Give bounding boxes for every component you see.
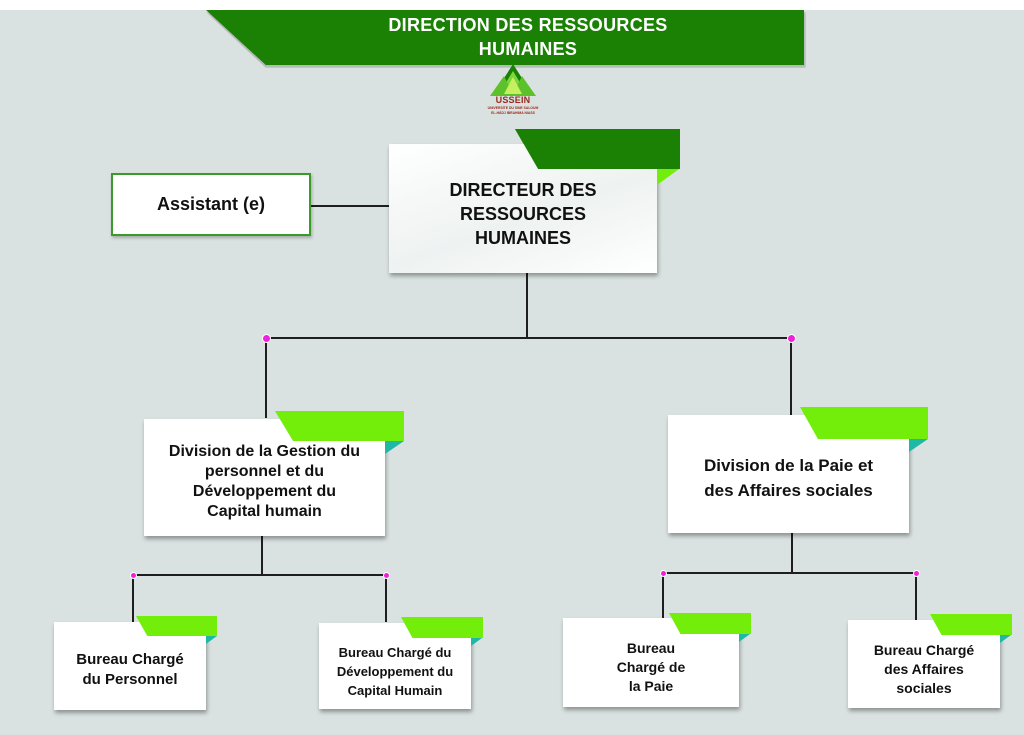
division-title-line2: des Affaires sociales <box>704 481 873 500</box>
bureau-card-tab <box>136 616 217 636</box>
division-card-fold <box>909 439 928 452</box>
connector-division2-down <box>790 338 792 415</box>
division-title-line1: Division de la Gestion du <box>168 442 361 460</box>
connector-dot <box>786 333 796 343</box>
bureau-title-line3: sociales <box>896 679 952 696</box>
bureau-title-line1: Bureau Chargé <box>873 641 975 658</box>
connector-division1-sub-bar <box>133 574 386 576</box>
mountain-logo-icon <box>490 64 536 96</box>
connector-division2-sub-down <box>791 533 793 573</box>
division-title-line1: Division de la Paie et <box>703 456 874 475</box>
bureau-title-line3: Capital Humain <box>347 682 443 698</box>
bureau-card-personnel[interactable]: Bureau Chargé du Personnel <box>54 622 206 710</box>
title-banner <box>206 10 804 65</box>
bureau-card-fold <box>206 636 217 644</box>
logo-subtitle: UNIVERSITE DU SINE SALOUM EL-HÂDJ IBRAHI… <box>478 106 548 115</box>
bureau-title-line3: la Paie <box>628 678 674 694</box>
connector-bureau3-down <box>662 573 664 618</box>
logo-subtitle-line1: UNIVERSITE DU SINE SALOUM <box>487 106 539 110</box>
director-card-fold <box>657 169 679 185</box>
division-card-tab <box>800 407 928 439</box>
connector-dot <box>912 569 920 577</box>
division-card-tab <box>275 411 404 441</box>
bureau-card-fold <box>1000 635 1011 643</box>
connector-dot <box>129 571 137 579</box>
bureau-card-tab <box>669 613 751 634</box>
page-title: DIRECTION DES RESSOURCES HUMAINES <box>250 13 806 61</box>
connector-dot <box>382 571 390 579</box>
director-title-line2: RESSOURCES <box>459 203 586 224</box>
bureau-title-line1: Bureau Chargé <box>76 651 184 668</box>
logo-name: USSEIN <box>495 95 531 105</box>
connector-dot <box>659 569 667 577</box>
director-title-line1: DIRECTEUR DES <box>449 179 597 200</box>
division-title-line4: Capital humain <box>207 502 322 520</box>
bureau-title-line2: Chargé de <box>616 659 686 675</box>
bureau-title-line2: Développement du <box>336 663 454 679</box>
ussein-logo: USSEIN UNIVERSITE DU SINE SALOUM EL-HÂDJ… <box>478 64 548 122</box>
bureau-title: Bureau Chargé de la Paie <box>617 639 685 696</box>
director-title: DIRECTEUR DES RESSOURCES HUMAINES <box>449 178 596 250</box>
director-title-line3: HUMAINES <box>474 227 571 248</box>
connector-bureau2-down <box>385 575 387 622</box>
bureau-title: Bureau Chargé du Développement du Capita… <box>337 643 453 700</box>
division-title-line3: Développement du <box>192 482 337 500</box>
bureau-title: Bureau Chargé des Affaires sociales <box>874 641 974 698</box>
director-card[interactable]: DIRECTEUR DES RESSOURCES HUMAINES <box>389 144 657 273</box>
bureau-card-fold <box>739 634 750 642</box>
director-card-tab-front <box>515 129 680 169</box>
connector-division1-down <box>265 338 267 418</box>
bureau-title-line2: du Personnel <box>82 671 178 688</box>
connector-bureau4-down <box>915 573 917 620</box>
page-title-line1: DIRECTION DES RESSOURCES <box>388 15 668 35</box>
bureau-title-line1: Bureau Chargé du <box>338 644 452 660</box>
logo-subtitle-line2: EL-HÂDJ IBRAHIMA NIASS <box>491 110 535 115</box>
connector-dot <box>261 333 271 343</box>
bureau-card-tab <box>930 614 1012 635</box>
connector-director-down <box>526 273 528 338</box>
division-title: Division de la Paie et des Affaires soci… <box>704 453 873 503</box>
chart-background <box>0 10 1024 735</box>
connector-bureau1-down <box>132 575 134 622</box>
division-title-line2: personnel et du <box>204 462 325 480</box>
bureau-title-line1: Bureau <box>626 640 676 656</box>
connector-division1-sub-down <box>261 536 263 575</box>
division-title: Division de la Gestion du personnel et d… <box>169 442 360 522</box>
bureau-card-tab <box>401 617 483 638</box>
page-title-line2: HUMAINES <box>478 39 578 59</box>
connector-division-bar <box>266 337 791 339</box>
division-card-fold <box>385 441 404 454</box>
assistant-label: Assistant (e) <box>156 194 266 214</box>
bureau-card-fold <box>471 638 482 646</box>
connector-division2-sub-bar <box>662 572 915 574</box>
bureau-title: Bureau Chargé du Personnel <box>76 650 184 690</box>
assistant-card[interactable]: Assistant (e) <box>111 173 311 236</box>
connector-assistant-director <box>311 205 389 207</box>
bureau-title-line2: des Affaires <box>884 660 964 677</box>
